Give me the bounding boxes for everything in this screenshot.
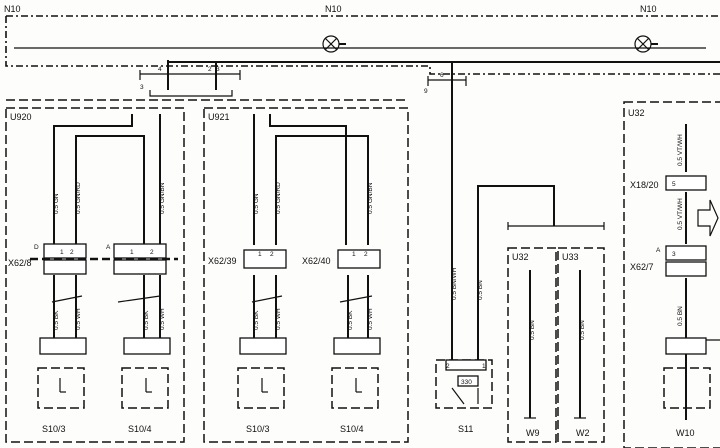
pin-label: 2 — [446, 363, 450, 370]
wire-label-wh: 0.5 WH — [159, 308, 166, 330]
wire-label-gn: 0.5 GN — [53, 193, 60, 214]
connector-letter-a: A — [656, 247, 661, 254]
wire-label-bk: 0.5 BK — [347, 310, 354, 330]
switch-w10 — [663, 337, 711, 409]
pin-label: 1 — [130, 249, 134, 256]
connector-letter-a: A — [106, 244, 111, 251]
wire-label-bk: 0.5 BK — [53, 310, 60, 330]
wire-label-bn: 0.5 BN — [677, 306, 684, 326]
u920-wiring — [51, 114, 161, 340]
bus-tap-left — [139, 60, 241, 97]
connector-label-x62-39: X62/39 — [208, 256, 237, 266]
u921-wiring — [251, 114, 373, 340]
label-s11: S11 — [458, 424, 473, 434]
wire-label-wh: 0.5 WH — [275, 308, 282, 330]
label-s10-3-right: S10/3 — [246, 424, 270, 434]
pin-label: 1 — [482, 363, 486, 370]
connector-letter-d: D — [34, 244, 39, 251]
pin-label: 1 — [60, 249, 64, 256]
label-s10-4-right: S10/4 — [340, 424, 364, 434]
wire-label-bn: 0.5 BN — [579, 320, 586, 340]
label-w2: W2 — [576, 428, 590, 438]
bus-tap-right — [427, 62, 467, 370]
u32-left-label: U32 — [512, 252, 529, 262]
wire-label-gnbn: 0.5 GN/BN — [367, 182, 374, 214]
bus-pin-9: 9 — [424, 88, 428, 95]
n10-enclosure-outline — [5, 16, 720, 75]
pin-label: 2 — [364, 251, 368, 258]
u33-enclosure — [557, 247, 605, 443]
wire-label-bn: 0.5 BN — [477, 280, 484, 300]
ground-w2 — [574, 270, 586, 419]
label-w10: W10 — [676, 428, 695, 438]
wire-label-gnrd: 0.5 GN/RD — [75, 182, 82, 214]
pin-label: 2 — [270, 251, 274, 258]
wire-label-bnwh: 0.5 BN/WH — [451, 267, 458, 300]
pin-label: 2 — [150, 249, 154, 256]
pin-label: 5 — [672, 181, 676, 188]
u921-label: U921 — [208, 112, 230, 122]
lamp-symbol-icon — [322, 35, 346, 53]
pin-label: 3 — [672, 251, 676, 258]
u33-label: U33 — [562, 252, 579, 262]
u32-right-enclosure — [623, 101, 720, 448]
switch-s10-3-right — [237, 337, 287, 409]
connector-label-x18-20: X18/20 — [630, 180, 659, 190]
lamp-symbol-icon — [634, 35, 658, 53]
label-s10-4-left: S10/4 — [128, 424, 152, 434]
resistor-value: 330 — [461, 379, 472, 386]
s11-wiring — [477, 185, 605, 370]
n10-label-left: N10 — [4, 4, 21, 14]
wire-label-bn: 0.5 BN — [529, 320, 536, 340]
wire-label-vtwh: 0.5 VT/WH — [677, 198, 684, 230]
connector-x62-39 — [243, 249, 287, 269]
switch-contact-icon — [435, 359, 493, 409]
n10-label-mid: N10 — [325, 4, 342, 14]
pin-label: 1 — [258, 251, 262, 258]
connector-x62-7 — [665, 245, 707, 277]
connector-label-x62-8: X62/8 — [8, 258, 32, 268]
connector-x18-20 — [665, 175, 707, 191]
wire-label-vtwh: 0.5 VT/WH — [677, 134, 684, 166]
pin-label: 2 — [70, 249, 74, 256]
bus-pin-6: 6 — [440, 72, 444, 79]
connector-label-x62-40: X62/40 — [302, 256, 331, 266]
wire-label-gn: 0.5 GN — [253, 193, 260, 214]
wire-label-bk: 0.5 BK — [253, 310, 260, 330]
wire-label-gnrd: 0.5 GN/RD — [275, 182, 282, 214]
wire-label-wh: 0.5 WH — [367, 308, 374, 330]
pin-label: 1 — [352, 251, 356, 258]
u32-right-label: U32 — [628, 108, 645, 118]
bus-pin-2: 2 — [208, 66, 212, 73]
connector-x62-40 — [337, 249, 381, 269]
connector-label-x62-7: X62/7 — [630, 262, 654, 272]
u920-enclosure — [5, 107, 185, 443]
bus-pin-3b: 3 — [216, 66, 220, 73]
ground-w9 — [524, 270, 536, 419]
label-s10-3-left: S10/3 — [42, 424, 66, 434]
connector-x62-8 — [30, 243, 178, 275]
bus-pin-3a: 3 — [140, 84, 144, 91]
continuation-arrow-icon — [697, 199, 719, 237]
label-w9: W9 — [526, 428, 540, 438]
switch-s10-4-right — [331, 337, 381, 409]
u920-label: U920 — [10, 112, 32, 122]
wire-label-wh: 0.5 WH — [75, 308, 82, 330]
wire-label-bk: 0.5 BK — [143, 310, 150, 330]
switch-s10-4-left — [121, 337, 171, 409]
switch-s10-3-left — [37, 337, 87, 409]
u32-left-enclosure — [507, 247, 557, 443]
bus-pin-4: 4 — [158, 66, 162, 73]
wire-label-gnbn: 0.5 GN/BN — [159, 182, 166, 214]
n10-label-right: N10 — [640, 4, 657, 14]
u921-enclosure — [203, 107, 409, 443]
